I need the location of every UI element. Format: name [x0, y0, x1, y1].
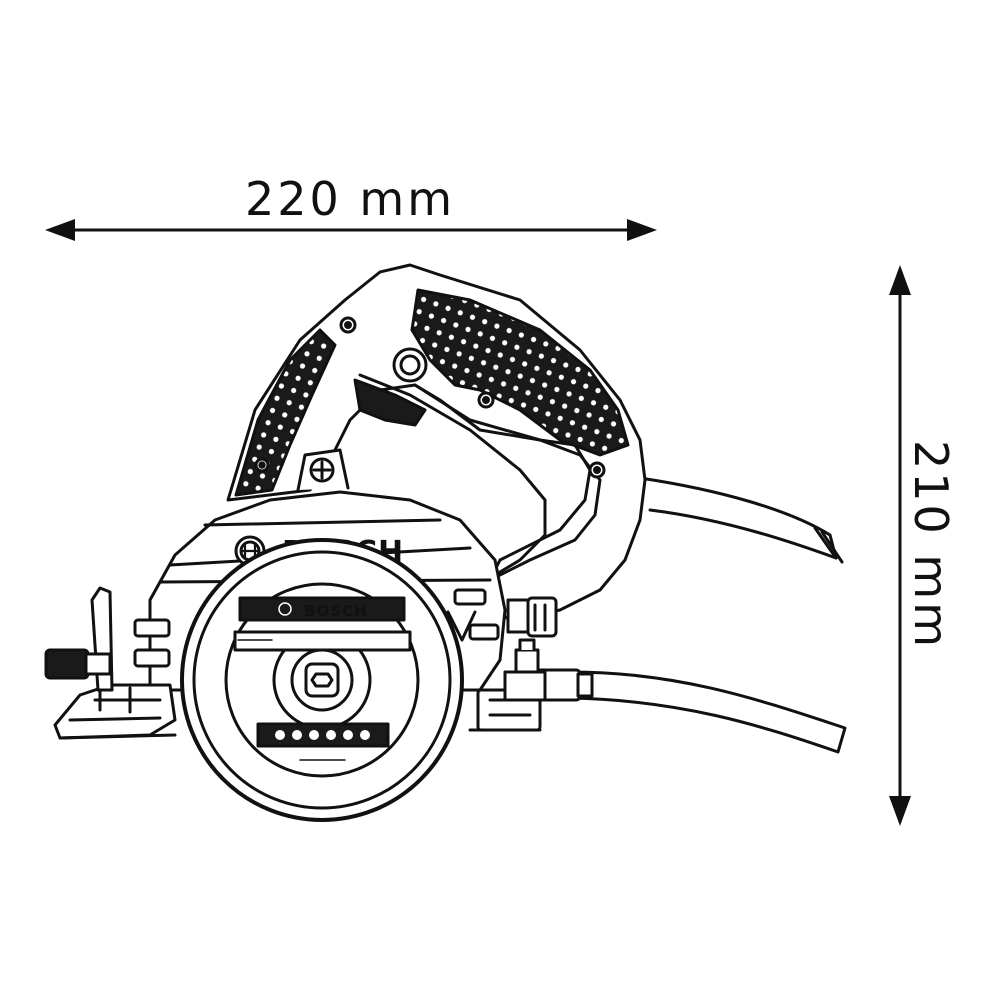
- water-valve: [503, 638, 547, 702]
- housing-screws: [254, 316, 606, 479]
- rear-grip: [410, 288, 630, 457]
- height-dimension: 210 mm: [889, 265, 958, 826]
- width-label: 220 mm: [245, 172, 455, 226]
- tile-cutter-drawing: BOSCH B: [44, 263, 847, 822]
- lock-button: [392, 347, 428, 383]
- width-arrow-head-left: [45, 219, 75, 241]
- trigger-switch: [353, 378, 427, 427]
- water-hose: [533, 668, 847, 754]
- blade-pictograms: [275, 730, 370, 740]
- base-plate: [53, 683, 177, 740]
- width-dimension: 220 mm: [45, 172, 657, 241]
- power-cord: [638, 476, 844, 564]
- blade-pictogram-band: [256, 722, 390, 748]
- cutting-blade: [180, 538, 464, 822]
- blade-logo-icon: [278, 602, 292, 616]
- guard-vents: [133, 588, 500, 668]
- blade-brand: BOSCH: [304, 602, 368, 620]
- depth-knob: [526, 596, 558, 638]
- height-label: 210 mm: [904, 440, 958, 650]
- front-grip: [234, 328, 337, 497]
- width-arrow-head-right: [627, 219, 657, 241]
- depth-adjust-lever: [44, 586, 114, 692]
- blade-label-band: [238, 596, 406, 622]
- height-arrow-head-bottom: [889, 796, 911, 826]
- height-arrow-head-top: [889, 265, 911, 295]
